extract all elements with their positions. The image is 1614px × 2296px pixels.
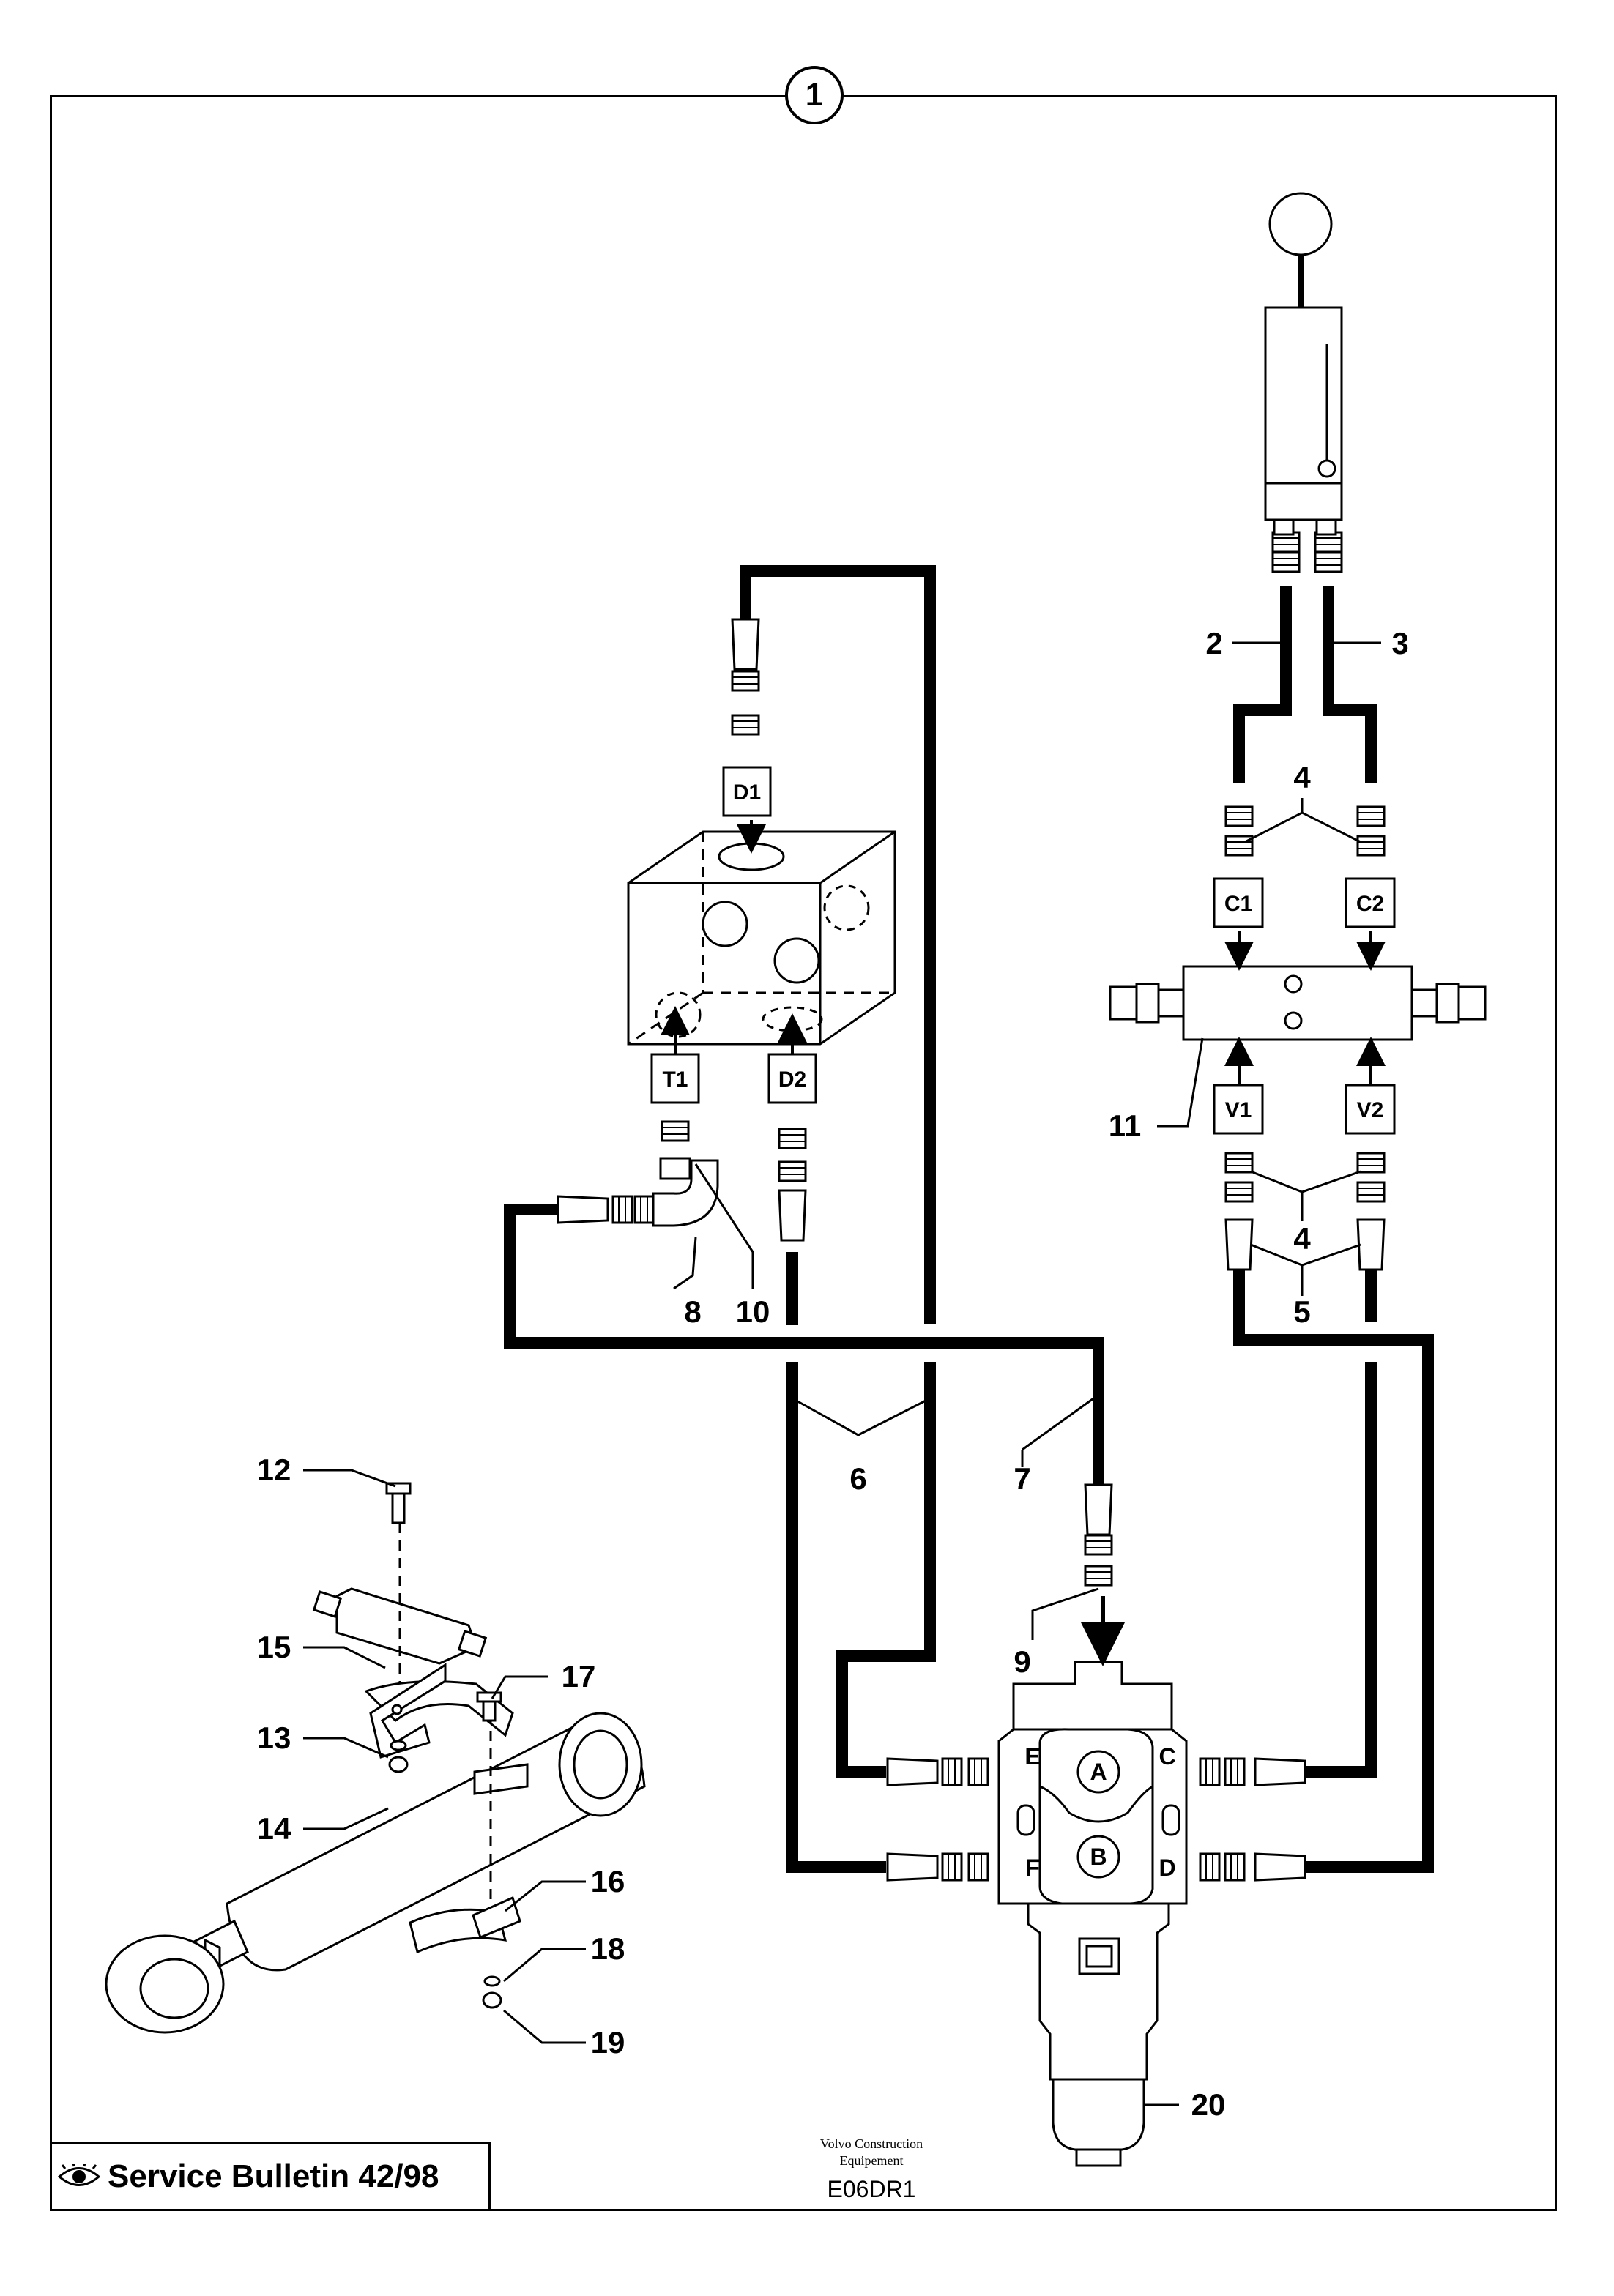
shuttle-valve [1109, 965, 1487, 1041]
callout-2: 2 [1205, 626, 1222, 660]
hose-3 [1323, 586, 1377, 783]
flow-arrows [661, 820, 1386, 1666]
manufacturer-line-2: Equipement [839, 2153, 904, 2168]
valve-port-f: F [1025, 1855, 1040, 1881]
control-valve [997, 1660, 1188, 2167]
elbow-fitting [652, 1159, 719, 1227]
callout-19: 19 [591, 2025, 625, 2060]
port-label-c2: C2 [1356, 892, 1384, 916]
callout-4-upper: 4 [1293, 760, 1311, 794]
callout-15: 15 [257, 1630, 291, 1664]
valve-port-a: A [1090, 1759, 1107, 1785]
manifold-block [627, 830, 896, 1046]
port-labels: D1 T1 D2 C1 C2 V1 V2 [650, 766, 1396, 1135]
hose-d1 [740, 565, 936, 1324]
callout-7: 7 [1014, 1461, 1030, 1496]
hose-c [1304, 1362, 1377, 1778]
callout-4-lower: 4 [1293, 1221, 1311, 1256]
callout-10: 10 [736, 1294, 770, 1329]
callout-18: 18 [591, 1931, 625, 1966]
port-label-v2: V2 [1357, 1098, 1384, 1122]
callout-16: 16 [591, 1864, 625, 1898]
service-bulletin-title: Service Bulletin 42/98 [108, 2158, 439, 2194]
eye-icon [58, 2164, 100, 2186]
drawing-code: E06DR1 [827, 2176, 916, 2202]
callout-5: 5 [1293, 1294, 1310, 1329]
callout-12: 12 [257, 1453, 291, 1487]
port-label-d1: D1 [733, 780, 761, 805]
hose-2 [1233, 586, 1292, 783]
sheet-number-badge: 1 [785, 66, 844, 124]
cylinder-installation [105, 1482, 646, 2034]
port-label-c1: C1 [1224, 892, 1252, 916]
leader-lines [303, 641, 1381, 2106]
valve-port-c: C [1159, 1743, 1175, 1770]
callout-3: 3 [1391, 626, 1408, 660]
joystick-control [1264, 192, 1343, 536]
port-label-v1: V1 [1225, 1098, 1252, 1122]
hose-7 [504, 1204, 1104, 1486]
callout-17: 17 [562, 1659, 596, 1693]
valve-port-labels: A B E F C D [1024, 1743, 1175, 1881]
hose-6 [836, 1362, 936, 1778]
valve-port-e: E [1024, 1743, 1040, 1770]
callout-6: 6 [849, 1461, 866, 1496]
port-label-t1: T1 [662, 1067, 688, 1092]
manufacturer-name: Volvo Construction Equipement [762, 2136, 981, 2169]
callout-20: 20 [1191, 2087, 1226, 2122]
service-bulletin-box: Service Bulletin 42/98 [50, 2142, 491, 2211]
callout-13: 13 [257, 1721, 291, 1755]
callout-8: 8 [684, 1294, 701, 1329]
hose-lines [504, 565, 1434, 1873]
hose-v1 [1233, 1253, 1434, 1873]
port-label-d2: D2 [778, 1067, 806, 1092]
valve-port-b: B [1090, 1844, 1107, 1870]
hose-6b [786, 1362, 886, 1873]
callout-14: 14 [257, 1811, 291, 1846]
valve-port-d: D [1159, 1855, 1175, 1881]
manufacturer-line-1: Volvo Construction [819, 2136, 923, 2151]
callout-11: 11 [1109, 1108, 1141, 1143]
callout-numbers: 2 3 4 4 5 11 8 10 6 7 9 12 15 17 13 14 1… [257, 626, 1409, 2122]
hose-fittings [557, 531, 1386, 1882]
callout-9: 9 [1014, 1644, 1030, 1679]
